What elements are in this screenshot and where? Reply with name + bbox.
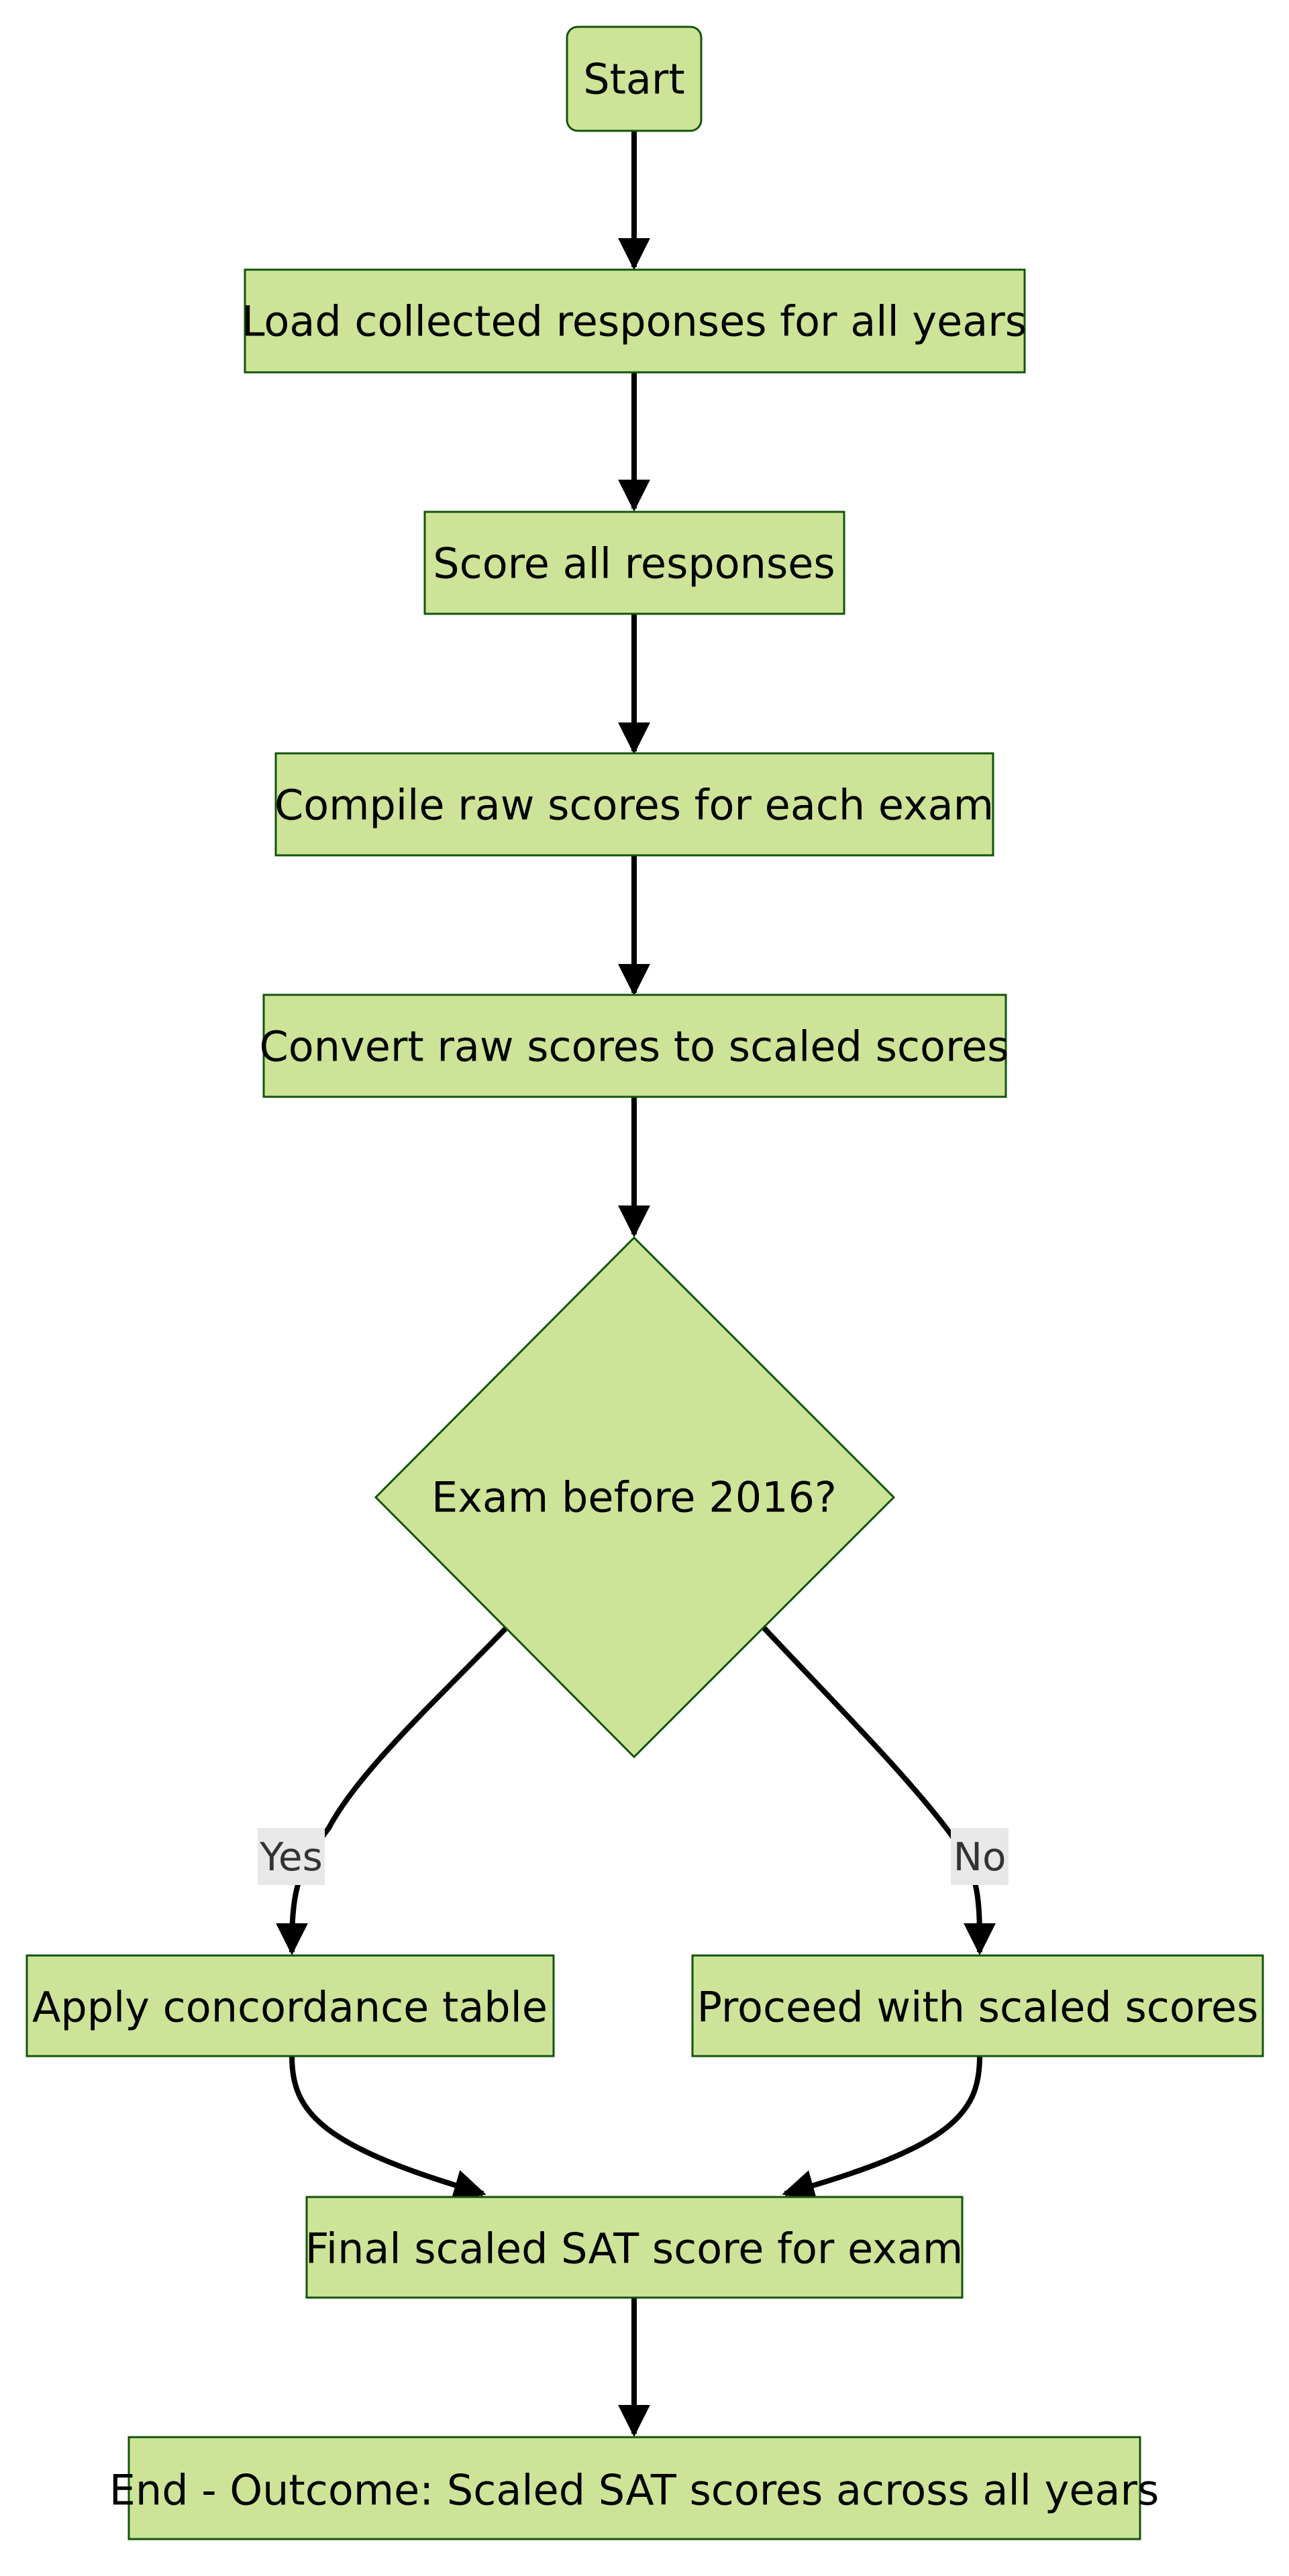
edge-decision-yes bbox=[276, 1623, 511, 1955]
svg-text:End - Outcome: Scaled SAT scor: End - Outcome: Scaled SAT scores across … bbox=[109, 2466, 1159, 2515]
node-convert-scores: Convert raw scores to scaled scores bbox=[259, 994, 1009, 1098]
edge-concord-to-final bbox=[289, 2055, 486, 2201]
svg-text:Compile raw scores for each ex: Compile raw scores for each exam bbox=[274, 781, 994, 830]
node-apply-concordance: Apply concordance table bbox=[25, 1954, 555, 2057]
svg-text:Proceed with scaled scores: Proceed with scaled scores bbox=[697, 1983, 1259, 2032]
node-proceed-scaled: Proceed with scaled scores bbox=[691, 1954, 1264, 2057]
node-compile-raw-scores: Compile raw scores for each exam bbox=[274, 752, 994, 857]
svg-text:Convert raw scores to scaled s: Convert raw scores to scaled scores bbox=[259, 1022, 1009, 1071]
node-final-scaled-score: Final scaled SAT score for exam bbox=[305, 2196, 964, 2299]
node-decision-exam-before-2016: Exam before 2016? bbox=[374, 1236, 896, 1759]
svg-text:Score all responses: Score all responses bbox=[433, 539, 835, 588]
edge-proceed-to-final bbox=[782, 2055, 982, 2202]
svg-text:Exam before 2016?: Exam before 2016? bbox=[431, 1473, 837, 1522]
edge-decision-no bbox=[760, 1623, 996, 1955]
edge-label-no: No bbox=[951, 1828, 1009, 1885]
svg-text:No: No bbox=[953, 1834, 1007, 1880]
node-end-outcome: End - Outcome: Scaled SAT scores across … bbox=[109, 2436, 1159, 2540]
svg-text:Load collected responses for a: Load collected responses for all years bbox=[242, 297, 1027, 346]
edge-label-yes: Yes bbox=[258, 1828, 325, 1885]
node-score-responses: Score all responses bbox=[423, 511, 845, 615]
svg-text:Start: Start bbox=[583, 55, 684, 104]
node-start: Start bbox=[566, 25, 703, 132]
edges bbox=[276, 131, 996, 2437]
svg-text:Apply concordance table: Apply concordance table bbox=[32, 1983, 548, 2032]
node-load-responses: Load collected responses for all years bbox=[242, 268, 1027, 374]
svg-text:Yes: Yes bbox=[259, 1834, 323, 1880]
svg-text:Final scaled SAT score for exa: Final scaled SAT score for exam bbox=[305, 2224, 964, 2273]
